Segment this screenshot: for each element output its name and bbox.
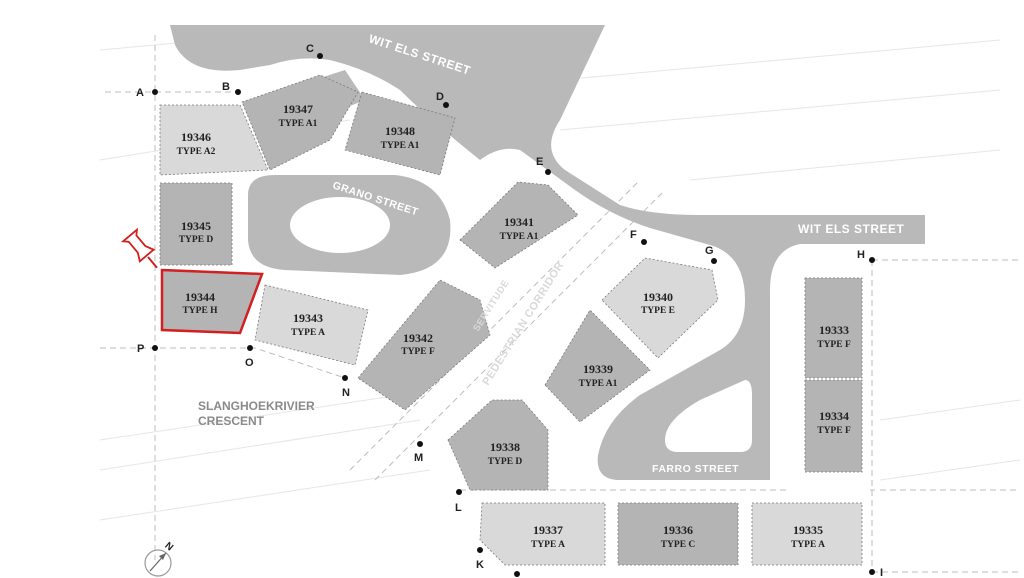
lot-19345[interactable] (159, 182, 233, 266)
lot-19334-type: TYPE F (817, 426, 851, 436)
lot-19347-number: 19347 (283, 102, 313, 116)
lot-19335[interactable] (751, 502, 863, 566)
lot-19338-number: 19338 (490, 440, 520, 454)
street-label-farro: FARRO STREET (652, 463, 739, 475)
point-G-label: G (705, 245, 714, 257)
lot-19345-number: 19345 (181, 219, 211, 233)
lot-19335-number: 19335 (793, 523, 823, 537)
point-E-marker (545, 169, 551, 175)
lot-19333-type: TYPE F (817, 340, 851, 350)
lot-19334-number: 19334 (819, 409, 849, 423)
lot-19338[interactable] (447, 399, 549, 491)
point-O-marker (247, 345, 253, 351)
point-I-label: I (880, 567, 883, 578)
lot-19346-type: TYPE A2 (177, 147, 216, 157)
lot-19337-number: 19337 (533, 523, 563, 537)
lot-19342-number: 19342 (403, 331, 433, 345)
lot-19348-number: 19348 (385, 124, 415, 138)
point-B-marker (235, 89, 241, 95)
point-H-label: H (857, 249, 865, 261)
map-pin-icon (120, 227, 158, 269)
point-B-label: B (222, 81, 230, 93)
farro-island (665, 380, 752, 452)
lot-19339-type: TYPE A1 (579, 379, 618, 389)
lot-19333-number: 19333 (819, 323, 849, 337)
lot-19343-number: 19343 (293, 311, 323, 325)
lot-19335-type: TYPE A (791, 540, 825, 550)
lot-19346[interactable] (159, 104, 269, 176)
lot-19340-type: TYPE E (641, 306, 675, 316)
point-D-label: D (436, 91, 444, 103)
lot-19337[interactable] (479, 502, 606, 566)
point-K-label: K (476, 559, 484, 571)
lot-19342-type: TYPE F (401, 347, 435, 357)
point-F-label: F (630, 229, 637, 241)
point-K-marker (477, 547, 483, 553)
area-label-line2: CRESCENT (198, 414, 265, 428)
north-compass-icon (144, 549, 172, 577)
lot-19340[interactable] (601, 257, 719, 359)
pedestrian-corridor-label: PEDESTRIAN CORRIDOR (480, 260, 566, 388)
point-P-label: P (137, 343, 144, 355)
lots (159, 74, 863, 566)
grano-island (290, 197, 390, 253)
lot-labels: 19346 TYPE A2 19347 TYPE A1 19348 TYPE A… (177, 102, 851, 550)
point-G-marker (711, 258, 717, 264)
lot-19333[interactable] (804, 277, 863, 379)
lot-19347[interactable] (241, 74, 359, 171)
point-A-marker (152, 89, 158, 95)
point-I-marker (869, 569, 875, 575)
lot-19341-number: 19341 (504, 215, 534, 229)
point-C-marker (317, 53, 323, 59)
lot-19340-number: 19340 (643, 290, 673, 304)
point-O-label: O (245, 357, 254, 369)
lot-19341[interactable] (459, 181, 579, 269)
point-bottom-marker (514, 571, 520, 577)
lot-19338-type: TYPE D (488, 457, 523, 467)
point-C-label: C (306, 43, 314, 55)
lot-19342[interactable] (357, 279, 491, 411)
lot-19336[interactable] (617, 502, 739, 566)
lot-19346-number: 19346 (181, 130, 211, 144)
lot-19334[interactable] (804, 379, 863, 473)
lot-19343[interactable] (254, 284, 369, 366)
point-D-marker (443, 102, 449, 108)
point-M-label: M (414, 452, 423, 464)
highlighted-lot-outline (160, 268, 264, 335)
lot-19336-number: 19336 (663, 523, 693, 537)
survey-points: A B C D E F G H I K L M N O P (136, 43, 883, 578)
lot-19339-number: 19339 (583, 362, 613, 376)
lot-19344-type: TYPE H (182, 306, 218, 316)
lot-19348[interactable] (344, 91, 456, 176)
lot-19339[interactable] (544, 309, 651, 423)
lot-19341-type: TYPE A1 (500, 232, 539, 242)
area-label-line1: SLANGHOEKRIVIER (198, 399, 315, 413)
point-A-label: A (136, 87, 144, 99)
point-L-label: L (455, 502, 462, 514)
point-P-marker (152, 345, 158, 351)
point-N-label: N (342, 387, 350, 399)
point-E-label: E (536, 156, 543, 168)
lot-19345-type: TYPE D (179, 235, 214, 245)
point-H-marker (869, 257, 875, 263)
point-F-marker (641, 239, 647, 245)
point-L-marker (456, 489, 462, 495)
point-M-marker (417, 441, 423, 447)
street-label-wit-els-right: WIT ELS STREET (798, 222, 905, 236)
lot-19348-type: TYPE A1 (381, 141, 420, 151)
contour-lines (99, 29, 1021, 521)
lot-19336-type: TYPE C (661, 540, 696, 550)
lot-19344-number: 19344 (185, 290, 215, 304)
lot-19343-type: TYPE A (291, 328, 325, 338)
lot-19347-type: TYPE A1 (279, 119, 318, 129)
point-N-marker (342, 375, 348, 381)
lot-19337-type: TYPE A (531, 540, 565, 550)
